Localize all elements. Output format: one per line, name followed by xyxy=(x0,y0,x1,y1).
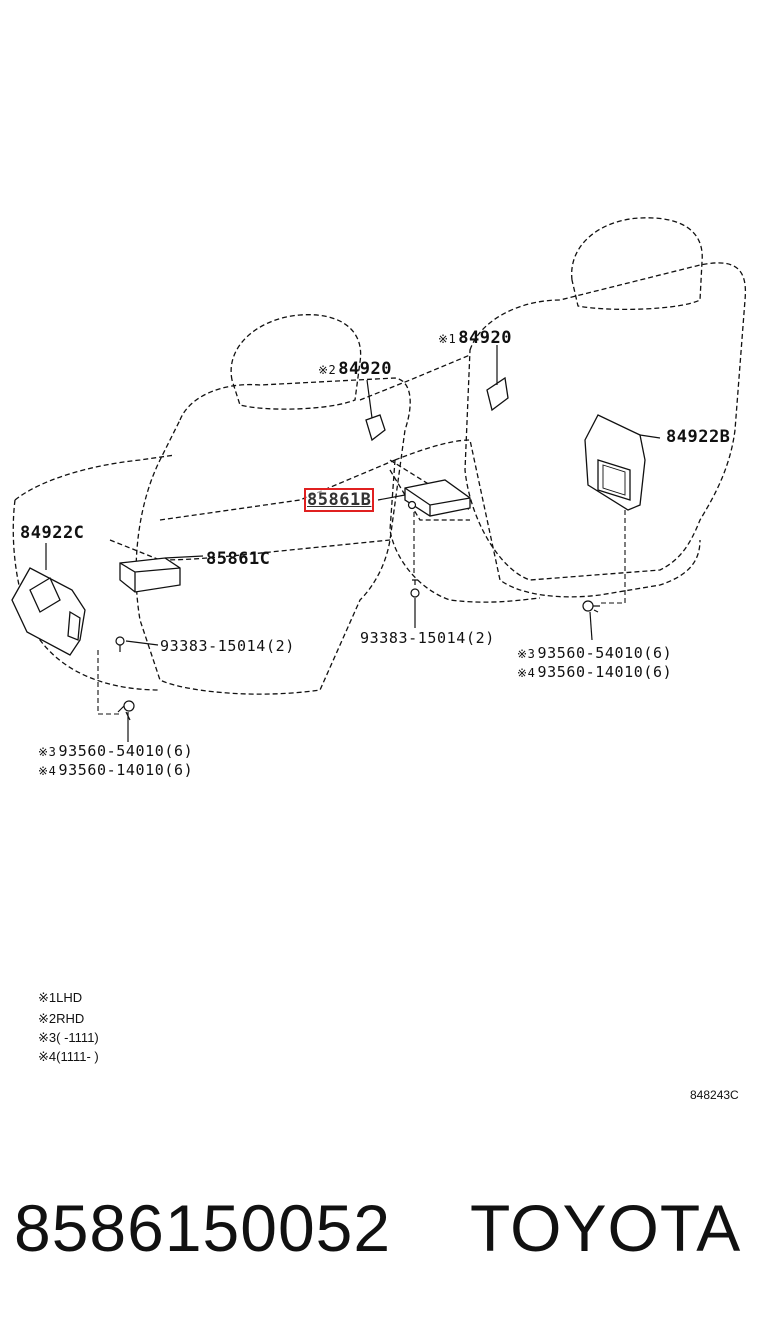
switch-84920-rhd xyxy=(365,414,386,442)
legend-rhd: ※2RHD xyxy=(38,1011,85,1026)
left-seat-back xyxy=(135,377,411,695)
screw-85861b xyxy=(407,500,417,510)
screw-93560-left xyxy=(117,700,135,721)
right-headrest xyxy=(571,217,703,310)
legend-lhd: ※1LHD xyxy=(38,990,83,1005)
part-number: 8586150052 xyxy=(14,1191,392,1265)
callout-84922c[interactable]: 84922C xyxy=(20,523,85,543)
screw-93383-right xyxy=(410,579,420,598)
legend-after-1111: ※4(1111- ) xyxy=(38,1049,99,1064)
diagram-code: 848243C xyxy=(690,1088,739,1102)
box-85861b xyxy=(404,479,471,517)
screw-93560-right xyxy=(582,600,600,613)
legend-before-1111: ※3( -1111) xyxy=(38,1030,99,1045)
switch-84920-lhd xyxy=(486,376,509,412)
callout-85861c[interactable]: 85861C xyxy=(206,549,271,569)
callout-85861b-highlighted[interactable]: 85861B xyxy=(304,488,375,512)
brand-name: TOYOTA xyxy=(470,1191,742,1265)
box-85861c xyxy=(119,557,181,593)
callout-93383-right[interactable]: 93383-15014(2) xyxy=(360,629,495,647)
callout-93383-left[interactable]: 93383-15014(2) xyxy=(160,637,295,655)
right-seat-back xyxy=(464,262,747,581)
screw-93383-left xyxy=(115,636,125,652)
right-seat-cushion xyxy=(389,439,701,603)
module-84922c xyxy=(11,567,86,656)
callout-84922b[interactable]: 84922B xyxy=(666,427,731,447)
left-headrest xyxy=(230,314,362,410)
